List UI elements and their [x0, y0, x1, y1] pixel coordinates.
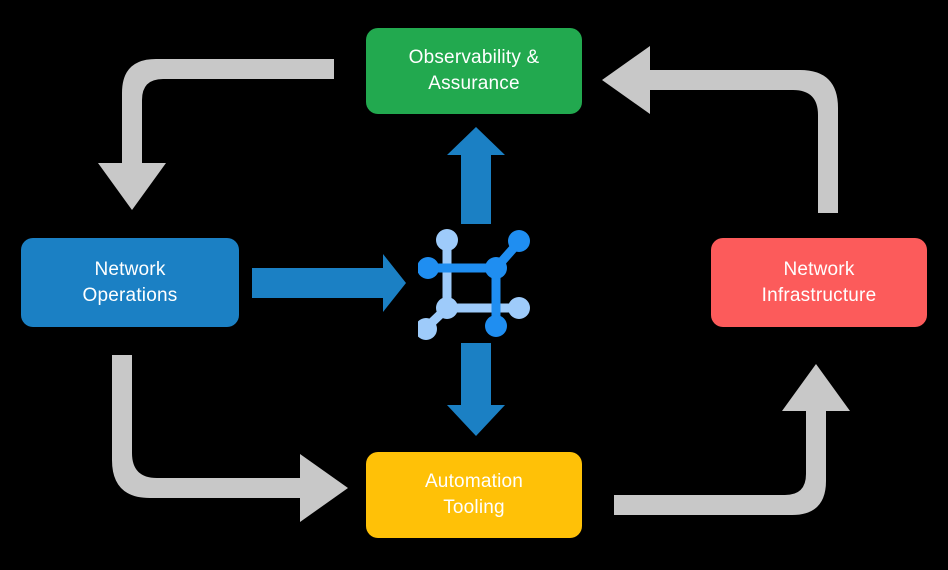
connector-center-to-observability [447, 127, 505, 224]
node-label-automation-tooling: Automation Tooling [424, 471, 524, 518]
connector-ops-to-automation [112, 355, 348, 522]
connector-automation-to-infrastructure [614, 364, 850, 515]
node-label-observability: Observability & Assurance [408, 47, 540, 94]
connector-center-to-automation [447, 343, 505, 436]
network-topology-icon [418, 229, 530, 340]
topology-dark-nodes [418, 230, 530, 337]
node-network-infrastructure[interactable]: Network Infrastructure [711, 238, 927, 327]
node-label-network-operations: Network Operations [82, 258, 178, 306]
node-observability-assurance[interactable]: Observability & Assurance [366, 28, 582, 114]
connector-ops-to-center [252, 254, 406, 312]
topology-light-nodes [418, 229, 530, 340]
node-automation-tooling[interactable]: Automation Tooling [366, 452, 582, 538]
node-network-operations[interactable]: Network Operations [21, 238, 239, 327]
connector-infrastructure-to-observability [602, 46, 838, 213]
node-label-network-infrastructure: Network Infrastructure [761, 258, 877, 306]
connector-observability-to-ops [98, 59, 334, 210]
